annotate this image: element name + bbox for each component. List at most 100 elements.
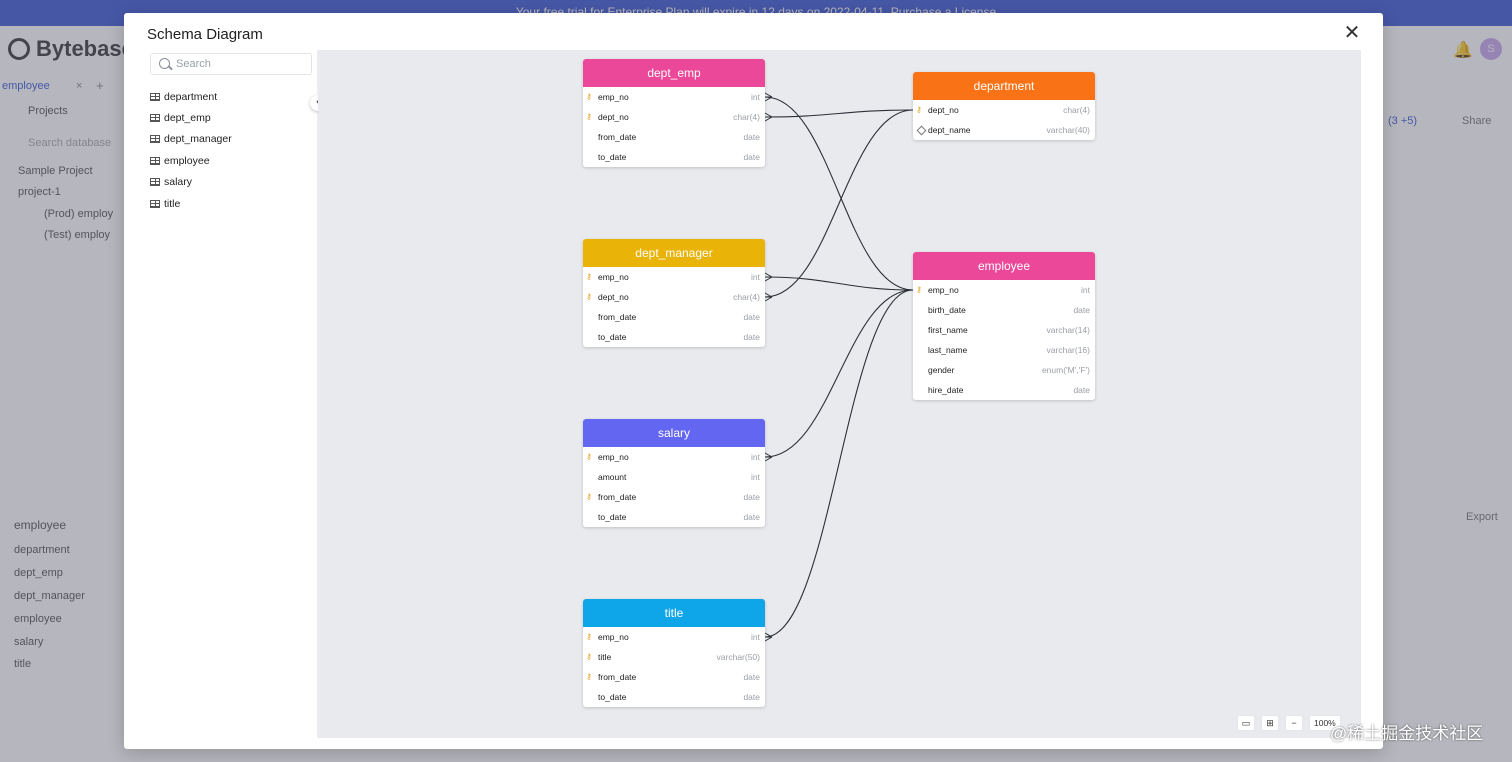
column-type: date (743, 692, 760, 702)
relation-line (764, 96, 914, 291)
zoom-out-icon[interactable]: − (1285, 715, 1303, 731)
crows-foot-mark (764, 452, 773, 458)
bg-table-employee[interactable]: employee (14, 613, 62, 625)
table-icon (150, 156, 160, 165)
column-type: char(4) (1063, 105, 1090, 115)
table-icon (150, 178, 160, 187)
table-item-employee[interactable]: employee (150, 150, 232, 171)
entity-title: salary (583, 419, 765, 447)
column-name: title (598, 652, 612, 662)
crows-foot-mark (764, 276, 773, 282)
column-type: enum('M','F') (1041, 365, 1090, 375)
close-icon[interactable]: ✕ (1343, 22, 1361, 44)
entity-title: department (913, 72, 1095, 100)
crows-foot-mark (764, 632, 773, 638)
fit-view-icon[interactable]: ⊞ (1261, 715, 1279, 731)
column-type: date (1073, 385, 1090, 395)
bg-table-salary[interactable]: salary (14, 636, 44, 648)
tab-employee[interactable]: employee (2, 80, 50, 92)
table-item-label: employee (164, 154, 210, 167)
app-logo: Bytebase (8, 36, 134, 62)
zoom-toolbar: ▭ ⊞ − 100% (1237, 715, 1341, 731)
column-name: from_date (598, 672, 637, 682)
key-icon: ⚷ (586, 452, 592, 461)
diamond-icon (916, 125, 927, 136)
sidebar-item-test-db[interactable]: (Test) employ (44, 229, 111, 241)
search-input[interactable] (176, 57, 306, 71)
sidebar-item-prod-db[interactable]: (Prod) employ (44, 208, 114, 220)
table-icon (150, 92, 160, 101)
relation-line (764, 289, 914, 638)
table-item-dept-emp[interactable]: dept_emp (150, 107, 232, 128)
bg-table-dept-manager[interactable]: dept_manager (14, 590, 85, 602)
bg-table-dept-emp[interactable]: dept_emp (14, 567, 63, 579)
bg-table-title[interactable]: title (14, 658, 32, 670)
column-name: amount (598, 472, 627, 482)
sidebar-item-sample-project[interactable]: Sample Project (18, 165, 93, 177)
column-type: date (743, 672, 760, 682)
column-type: date (743, 512, 760, 522)
crows-foot-mark (764, 96, 773, 102)
crows-foot-mark (764, 456, 773, 462)
column-type: varchar(40) (1046, 125, 1090, 135)
add-tab-icon[interactable]: + (96, 78, 104, 93)
bg-table-department[interactable]: department (14, 544, 70, 556)
search-box[interactable] (150, 53, 312, 75)
table-list: department dept_emp dept_manager employe… (150, 86, 232, 214)
column-name: hire_date (928, 385, 964, 395)
key-icon: ⚷ (586, 112, 592, 121)
table-item-label: dept_manager (164, 133, 232, 146)
key-icon: ⚷ (586, 492, 592, 501)
projects-label[interactable]: Projects (28, 105, 68, 117)
changes-badge[interactable]: (3 +5) (1388, 115, 1418, 127)
key-icon: ⚷ (586, 672, 592, 681)
column-name: last_name (928, 345, 968, 355)
column-name: emp_no (598, 272, 629, 282)
column-name: emp_no (598, 632, 629, 642)
column-name: dept_no (928, 105, 959, 115)
column-type: int (751, 472, 760, 482)
table-item-department[interactable]: department (150, 86, 232, 107)
table-item-label: dept_emp (164, 112, 211, 125)
table-item-title[interactable]: title (150, 193, 232, 214)
crows-foot-mark (764, 112, 773, 118)
crows-foot-mark (764, 272, 773, 278)
export-button[interactable]: Export (1466, 511, 1498, 523)
table-item-dept-manager[interactable]: dept_manager (150, 129, 232, 150)
table-item-salary[interactable]: salary (150, 172, 232, 193)
column-type: date (743, 152, 760, 162)
avatar[interactable]: S (1480, 38, 1502, 60)
sidebar-search[interactable]: Search database (28, 137, 112, 149)
schema-diagram-modal: Schema Diagram ✕ department dept_emp dep… (124, 13, 1383, 749)
sidebar-item-project-1[interactable]: project-1 (18, 186, 61, 198)
column-type: varchar(50) (716, 652, 760, 662)
column-name: dept_no (598, 292, 629, 302)
bell-icon[interactable]: 🔔 (1453, 42, 1473, 59)
screenshot-icon[interactable]: ▭ (1237, 715, 1255, 731)
close-tab-icon[interactable]: × (76, 80, 83, 92)
share-button[interactable]: Share (1462, 115, 1492, 127)
column-type: char(4) (733, 292, 760, 302)
column-name: emp_no (598, 92, 629, 102)
table-list-panel: department dept_emp dept_manager employe… (147, 50, 318, 738)
column-type: varchar(14) (1046, 325, 1090, 335)
